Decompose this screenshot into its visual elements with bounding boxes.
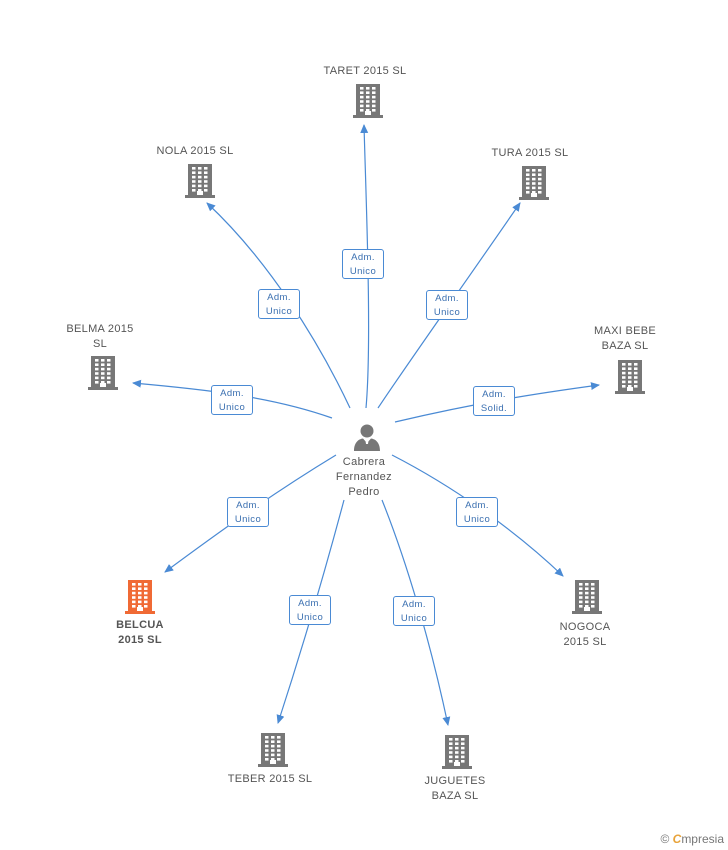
building-icon: [442, 735, 472, 769]
company-node-juguetes[interactable]: [442, 735, 472, 769]
company-node-teber[interactable]: [258, 733, 288, 767]
company-node-belma[interactable]: [88, 356, 118, 390]
building-icon: [353, 84, 383, 118]
company-name[interactable]: BELMA 2015 SL: [66, 323, 134, 350]
role-badge: Adm. Unico: [227, 497, 269, 527]
role-badge: Adm. Solid.: [473, 386, 515, 416]
building-icon: [185, 164, 215, 198]
role-badge: Adm. Unico: [426, 290, 468, 320]
brand-initial: C: [672, 832, 682, 846]
company-name[interactable]: TARET 2015 SL: [323, 65, 407, 77]
company-node-nogoca[interactable]: [572, 580, 602, 614]
brand-name: mpresia: [681, 832, 724, 846]
building-icon: [615, 360, 645, 394]
company-node-nola[interactable]: [185, 164, 215, 198]
company-name[interactable]: NOGOCA 2015 SL: [559, 621, 611, 648]
building-icon: [125, 580, 155, 614]
role-badge: Adm. Unico: [393, 596, 435, 626]
copyright-symbol: ©: [660, 832, 670, 846]
company-node-belcua[interactable]: [125, 580, 155, 614]
role-badge: Adm. Unico: [258, 289, 300, 319]
building-icon: [88, 356, 118, 390]
company-node-maxi[interactable]: [615, 360, 645, 394]
company-name[interactable]: NOLA 2015 SL: [156, 145, 234, 157]
company-name[interactable]: MAXI BEBE BAZA SL: [594, 325, 656, 352]
brand-logo: © Cmpresia: [660, 832, 724, 846]
building-icon: [572, 580, 602, 614]
building-icon: [258, 733, 288, 767]
role-badge: Adm. Unico: [289, 595, 331, 625]
company-name[interactable]: TEBER 2015 SL: [227, 773, 313, 785]
building-icon: [519, 166, 549, 200]
company-node-tura[interactable]: [519, 166, 549, 200]
company-name[interactable]: JUGUETES BAZA SL: [424, 775, 486, 802]
role-badge: Adm. Unico: [211, 385, 253, 415]
role-badge: Adm. Unico: [456, 497, 498, 527]
company-name[interactable]: BELCUA 2015 SL: [116, 619, 164, 646]
edge-tura: [377, 202, 521, 409]
person-name[interactable]: Cabrera Fernandez Pedro: [335, 456, 393, 498]
person-icon: [354, 424, 380, 451]
company-node-taret[interactable]: [353, 84, 383, 118]
role-badge: Adm. Unico: [342, 249, 384, 279]
company-name[interactable]: TURA 2015 SL: [491, 147, 569, 159]
